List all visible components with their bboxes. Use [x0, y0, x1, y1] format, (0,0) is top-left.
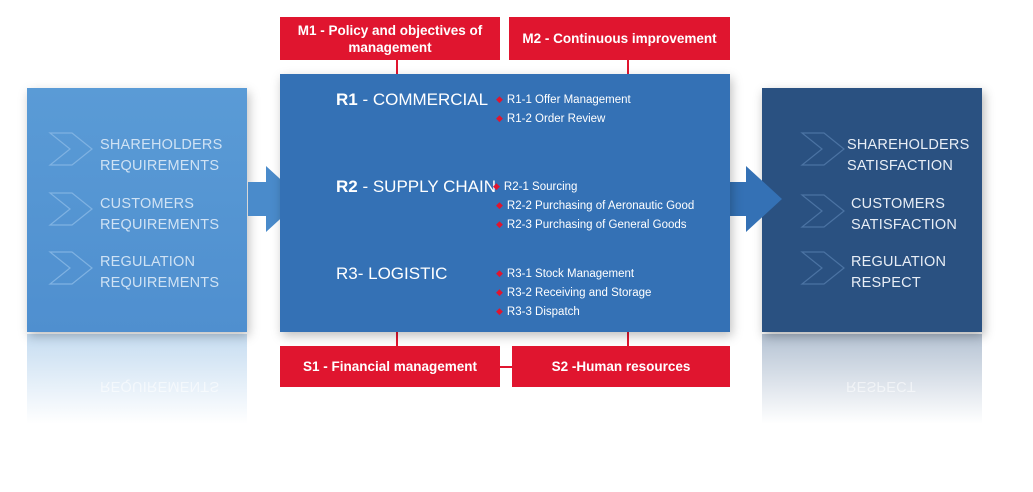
output-customers-line1: CUSTOMERS	[851, 196, 946, 212]
diamond-bullet-icon: ◆	[496, 94, 503, 104]
input-regulation-line2: REQUIREMENTS	[100, 275, 220, 291]
m1-connector	[396, 60, 398, 74]
output-shareholders-line1: SHAREHOLDERS	[847, 137, 970, 153]
input-shareholders-line2: REQUIREMENTS	[100, 158, 220, 174]
m1-management-box: M1 - Policy and objectives of management	[280, 17, 500, 60]
process-r2-item-label: R2-1 Sourcing	[503, 181, 578, 193]
process-r2-item-label: R2-3 Purchasing of General Goods	[506, 219, 687, 231]
arrow-right-icon	[728, 166, 782, 232]
input-regulation: REGULATION REQUIREMENTS	[100, 252, 219, 294]
output-shareholders-line2: SATISFACTION	[847, 158, 954, 174]
s1-support-box: S1 - Financial management	[280, 346, 500, 387]
process-r3-title: R3- LOGISTIC	[336, 264, 448, 283]
process-r1-title: R1 - COMMERCIAL	[336, 90, 488, 110]
process-r2-item: ◆R2-1 Sourcing	[493, 178, 577, 197]
diamond-bullet-icon: ◆	[496, 306, 503, 316]
process-r2-item: ◆R2-2 Purchasing of Aeronautic Good	[496, 197, 704, 216]
process-r3-item-label: R3-2 Receiving and Storage	[506, 287, 652, 299]
input-box-reflection	[27, 334, 247, 424]
process-r1-item-label: R1-1 Offer Management	[506, 94, 631, 106]
process-r3-item: ◆R3-2 Receiving and Storage	[496, 284, 651, 303]
chevron-right-icon	[48, 251, 93, 285]
process-r1-item-label: R1-2 Order Review	[506, 113, 606, 125]
output-reflection-text: RESPECT	[846, 378, 916, 394]
chevron-right-icon	[48, 132, 93, 166]
process-r1-code: R1	[336, 90, 358, 109]
process-box	[280, 74, 730, 332]
input-shareholders-line1: SHAREHOLDERS	[100, 137, 223, 153]
chevron-right-icon	[48, 192, 93, 226]
s1-connector	[396, 332, 398, 346]
process-r2-title: R2 - SUPPLY CHAIN	[336, 177, 496, 197]
diamond-bullet-icon: ◆	[496, 219, 503, 229]
diamond-bullet-icon: ◆	[496, 287, 503, 297]
s2-connector	[627, 332, 629, 346]
process-r2-code: R2	[336, 177, 358, 196]
process-r3-item: ◆R3-1 Stock Management	[496, 265, 634, 284]
chevron-right-icon	[800, 251, 845, 285]
output-regulation: REGULATION RESPECT	[851, 252, 946, 294]
input-requirements-box	[27, 88, 247, 332]
process-r1-item: ◆R1-1 Offer Management	[496, 91, 631, 110]
input-customers-line1: CUSTOMERS	[100, 196, 195, 212]
input-customers-line2: REQUIREMENTS	[100, 217, 220, 233]
arrow-right-icon	[248, 166, 302, 232]
input-shareholders: SHAREHOLDERS REQUIREMENTS	[100, 135, 222, 177]
m2-management-box: M2 - Continuous improvement	[509, 17, 730, 60]
process-r1-name: - COMMERCIAL	[357, 90, 489, 109]
diamond-bullet-icon: ◆	[493, 181, 500, 191]
diamond-bullet-icon: ◆	[496, 200, 503, 210]
process-r3-item-label: R3-1 Stock Management	[506, 268, 635, 280]
process-r3-item: ◆R3-3 Dispatch	[496, 303, 580, 322]
output-customers: CUSTOMERS SATISFACTION	[851, 194, 957, 236]
m2-connector	[627, 60, 629, 74]
s2-support-box: S2 -Human resources	[512, 346, 730, 387]
input-customers: CUSTOMERS REQUIREMENTS	[100, 194, 219, 236]
output-shareholders: SHAREHOLDERS SATISFACTION	[847, 135, 969, 177]
diamond-bullet-icon: ◆	[496, 268, 503, 278]
chevron-right-icon	[800, 194, 845, 228]
output-box-reflection	[762, 334, 982, 424]
output-customers-line2: SATISFACTION	[851, 217, 958, 233]
process-r3-item-label: R3-3 Dispatch	[506, 306, 580, 318]
diamond-bullet-icon: ◆	[496, 113, 503, 123]
process-r1-item: ◆R1-2 Order Review	[496, 110, 605, 129]
output-regulation-line2: RESPECT	[851, 275, 921, 291]
output-regulation-line1: REGULATION	[851, 254, 947, 270]
process-r2-item: ◆R2-3 Purchasing of General Goods	[496, 216, 687, 235]
output-satisfaction-box	[762, 88, 982, 332]
chevron-right-icon	[800, 132, 845, 166]
input-reflection-text: REQUIREMENTS	[100, 378, 220, 394]
s1-s2-connector	[500, 366, 512, 368]
process-r2-item-label: R2-2 Purchasing of Aeronautic Good	[506, 200, 695, 212]
process-r2-name: - SUPPLY CHAIN	[357, 177, 496, 196]
input-regulation-line1: REGULATION	[100, 254, 196, 270]
